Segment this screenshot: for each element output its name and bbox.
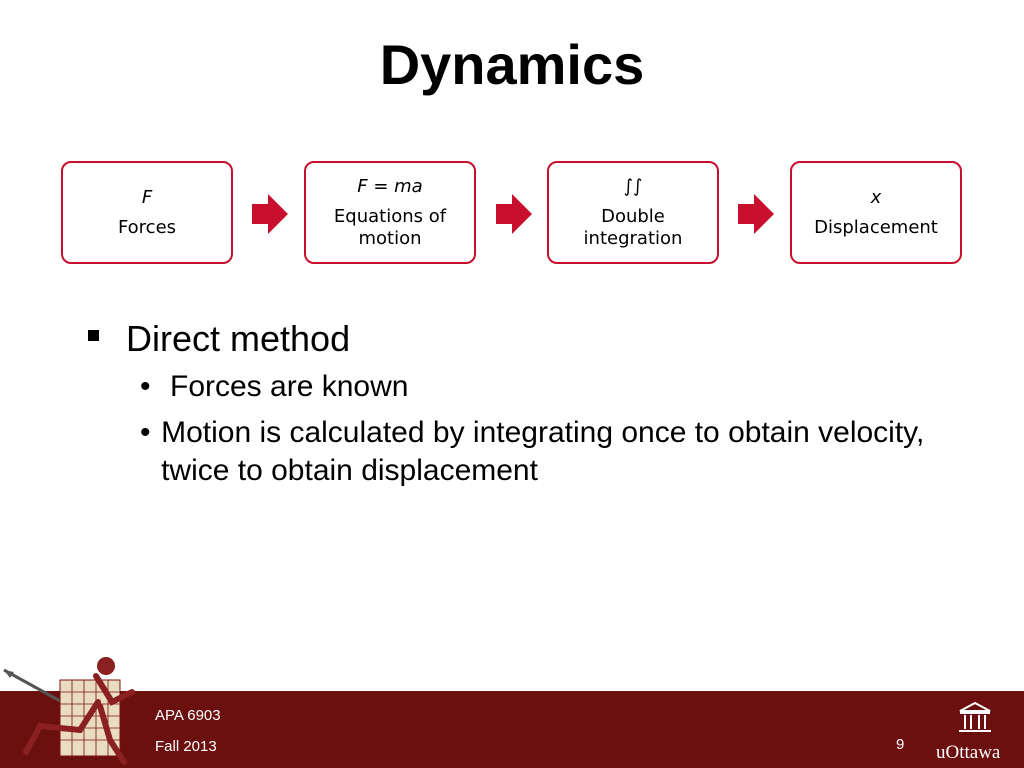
sub-bullet-text: Motion is calculated by integrating once… bbox=[161, 416, 925, 487]
flow-step-integration: ∫∫ Double integration bbox=[547, 161, 719, 264]
step-label: Equations of motion bbox=[333, 205, 447, 249]
step-label: Forces bbox=[117, 216, 177, 238]
flow-step-displacement: x Displacement bbox=[790, 161, 962, 264]
dot-bullet-icon: • bbox=[140, 370, 151, 403]
sub-bullet: • Motion is calculated by integrating on… bbox=[140, 414, 968, 490]
step-symbol: F bbox=[141, 186, 153, 208]
right-arrow-icon bbox=[252, 194, 288, 234]
right-arrow-icon bbox=[496, 194, 532, 234]
course-code: APA 6903 bbox=[155, 707, 221, 724]
bullet-main: Direct method bbox=[88, 318, 968, 360]
flow-step-equations: F = ma Equations of motion bbox=[304, 161, 476, 264]
sub-bullet-text: Forces are known bbox=[170, 370, 409, 403]
bullet-text: Direct method bbox=[126, 318, 351, 359]
step-symbol: ∫∫ bbox=[623, 175, 643, 197]
slide-title: Dynamics bbox=[379, 33, 645, 96]
footer-bar: APA 6903 Fall 2013 9 bbox=[0, 691, 1024, 768]
bullet-list: Direct method • Forces are known • Motio… bbox=[88, 318, 968, 490]
sub-bullet: • Forces are known bbox=[140, 368, 968, 406]
step-symbol: F = ma bbox=[357, 175, 423, 197]
athlete-logo-icon bbox=[3, 657, 135, 765]
step-symbol: x bbox=[870, 186, 882, 208]
step-label: Displacement bbox=[814, 216, 938, 238]
university-logo: uOttawa bbox=[936, 742, 1001, 763]
dot-bullet-icon: • bbox=[140, 416, 151, 449]
right-arrow-icon bbox=[738, 194, 774, 234]
flow-step-forces: F Forces bbox=[61, 161, 233, 264]
term-label: Fall 2013 bbox=[155, 738, 217, 755]
process-flow: F Forces F = ma Equations of motion ∫∫ D… bbox=[0, 0, 1024, 300]
university-crest-icon bbox=[959, 701, 991, 732]
square-bullet-icon bbox=[88, 330, 108, 341]
page-number: 9 bbox=[896, 736, 905, 753]
step-label: Double integration bbox=[583, 205, 683, 249]
